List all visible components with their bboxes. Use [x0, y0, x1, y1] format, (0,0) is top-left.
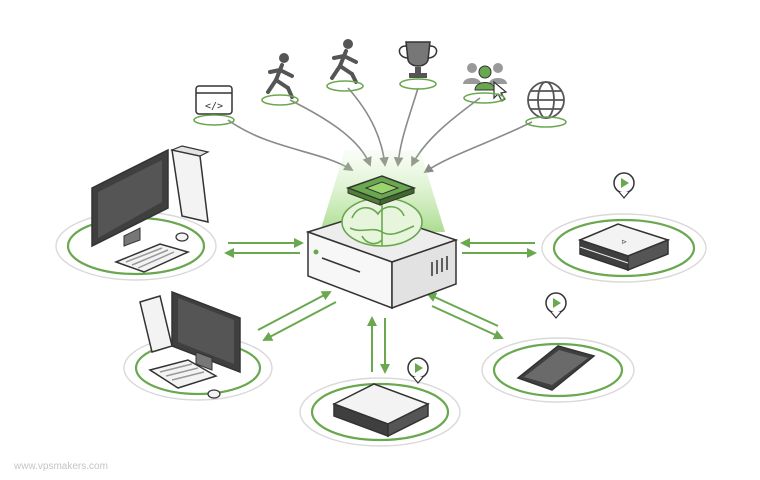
cloud-gaming-server: [305, 150, 459, 310]
pc-tower: [171, 149, 209, 223]
tablet: [481, 292, 635, 403]
community-click-icon: [463, 63, 508, 104]
server-right-face: [391, 238, 457, 310]
connector-community: [411, 97, 481, 167]
watermark-text: www.vpsmakers.com: [14, 461, 108, 472]
pc-keyboard: [113, 243, 191, 273]
play-badge-icon: [613, 172, 635, 199]
link-pc2-in: [257, 291, 332, 331]
globe-icon: [525, 81, 567, 128]
play-badge-icon: [407, 357, 429, 384]
pc-mouse: [175, 232, 189, 242]
link-tablet-in: [426, 292, 499, 327]
brain-ai-icon: [341, 197, 423, 247]
data-links: [224, 238, 537, 374]
chip-icon: [345, 175, 417, 206]
trophy-icon: [398, 41, 438, 90]
connector-globe: [423, 121, 533, 174]
pc-mouse: [207, 389, 221, 399]
game-console: ⊳: [541, 172, 707, 283]
link-tablet-out: [431, 305, 504, 340]
desktop-pc: [123, 290, 273, 401]
desktop-pc: [55, 145, 217, 281]
pc-tower: [139, 295, 173, 353]
connector-code: [227, 119, 354, 172]
runner-icon: [326, 39, 364, 92]
runner-icon: [261, 53, 299, 106]
link-pc2-out: [262, 301, 337, 341]
input-connectors: [227, 87, 533, 174]
set-top-box: [299, 357, 461, 447]
pc-keyboard: [148, 359, 218, 389]
svg-text:⊳: ⊳: [621, 238, 627, 246]
code-window-icon: </>: [193, 85, 235, 126]
play-badge-icon: [545, 292, 567, 319]
svg-text:</>: </>: [205, 101, 223, 112]
